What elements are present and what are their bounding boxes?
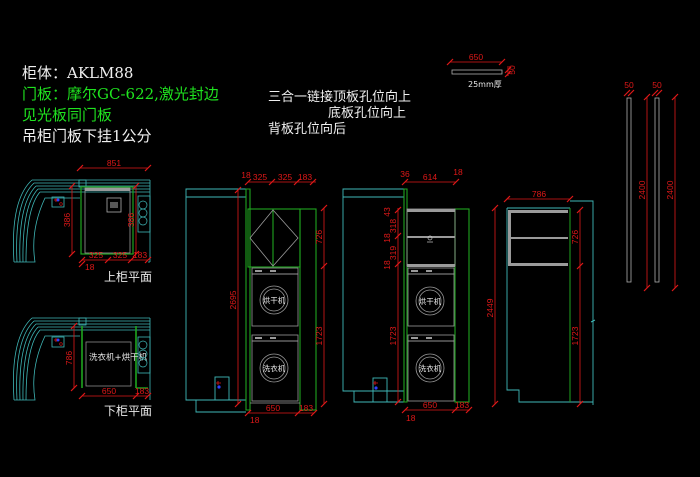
countertop-outline bbox=[13, 317, 151, 401]
lower-plan-title: 下柜平面 bbox=[104, 404, 152, 418]
top-segment-dim: 325 bbox=[278, 172, 292, 182]
appliance-symbol-icon bbox=[106, 197, 122, 213]
strip-length-dim: 2400 bbox=[665, 180, 675, 199]
top-segment-dim: 325 bbox=[253, 172, 267, 182]
strip-width-dim: 50 bbox=[624, 80, 634, 90]
top-segment-dim: 183 bbox=[298, 172, 312, 182]
washer-unit: 洗衣机 bbox=[250, 334, 300, 404]
panel-width-dim: 650 bbox=[469, 52, 483, 62]
strip-length-dim: 2400 bbox=[637, 180, 647, 199]
hole-note-bottom: 底板孔位向上 bbox=[328, 106, 407, 121]
countertop-outline bbox=[13, 179, 151, 263]
upper-depth-dim-left: 386 bbox=[62, 213, 72, 227]
upper-segment-dim: 325 bbox=[89, 250, 103, 260]
shelf-dim: 18 bbox=[382, 260, 392, 270]
side-total-height-dim: 2449 bbox=[485, 298, 495, 317]
lower-height-dim: 1723 bbox=[388, 326, 398, 345]
bottom-offset-dim: 18 bbox=[406, 413, 416, 423]
upper-offset-dim: 18 bbox=[85, 262, 95, 272]
washer-label: 洗衣机 bbox=[419, 363, 442, 373]
pipe-circles bbox=[138, 200, 148, 226]
upper-overall-width-dim: 851 bbox=[107, 158, 121, 168]
appliance-label: 洗衣机+烘干机 bbox=[89, 352, 148, 363]
washer-label: 洗衣机 bbox=[263, 363, 286, 373]
washer-unit: 洗衣机 bbox=[407, 334, 455, 402]
upper-door-diagonals bbox=[249, 209, 299, 267]
strip-width-dim: 50 bbox=[652, 80, 662, 90]
lower-segment-dim: 650 bbox=[102, 386, 116, 396]
upper-plan: 851 386 386 325 325 183 18 上柜平面 bbox=[13, 158, 152, 284]
lower-height-dim: 1723 bbox=[314, 326, 324, 345]
front-elevation-2: 烘干机 洗衣机 36 614 18 43 318 18 319 18 1723 … bbox=[342, 167, 473, 423]
panel-depth-dim: 50 bbox=[507, 65, 517, 75]
strip-1: 50 2400 bbox=[623, 80, 651, 292]
hole-note-back: 背板孔位向后 bbox=[268, 122, 347, 137]
front-elevation-1: 2695 烘干机 洗衣机 bbox=[185, 170, 328, 425]
outlet-icon bbox=[54, 198, 63, 206]
side-section: 786 2449 726 1723 bbox=[485, 189, 596, 408]
open-shelf-unit bbox=[406, 208, 456, 267]
washer-dryer-footprint bbox=[85, 341, 132, 387]
upper-cabinet-body bbox=[80, 186, 134, 255]
shelf-section bbox=[508, 210, 568, 266]
shelf-dim: 18 bbox=[382, 233, 392, 243]
panel-thickness-label: 25mm厚 bbox=[468, 80, 502, 89]
top-right-offset-dim: 18 bbox=[453, 167, 463, 177]
lower-plan: 洗衣机+烘干机 786 650 183 下柜平面 bbox=[13, 317, 152, 418]
side-depth-dim: 786 bbox=[532, 189, 546, 199]
panel-detail: 650 50 25mm厚 bbox=[446, 52, 517, 89]
total-height-dim: 2695 bbox=[228, 290, 238, 309]
dryer-unit: 烘干机 bbox=[407, 267, 455, 327]
lower-depth-dim: 786 bbox=[64, 351, 74, 365]
cabinet-body-note: 柜体：AKLM88 bbox=[22, 64, 134, 82]
shelf-dim: 43 bbox=[382, 207, 392, 217]
bottom-segment-dim: 650 bbox=[266, 403, 280, 413]
lower-segment-dim: 183 bbox=[135, 386, 149, 396]
dryer-label: 烘干机 bbox=[263, 295, 286, 305]
bottom-segment-dim: 183 bbox=[299, 403, 313, 413]
upper-plan-title: 上柜平面 bbox=[104, 270, 152, 284]
dryer-label: 烘干机 bbox=[419, 296, 442, 306]
top-width-dim: 614 bbox=[423, 172, 437, 182]
shelf-dim: 319 bbox=[388, 246, 398, 260]
bottom-offset-dim: 18 bbox=[250, 415, 260, 425]
upper-segment-dim: 325 bbox=[113, 250, 127, 260]
top-offset-dim: 18 bbox=[241, 170, 251, 180]
shelf-dim: 318 bbox=[388, 219, 398, 233]
pipe-circles bbox=[138, 340, 148, 368]
outlet-icon bbox=[54, 338, 63, 346]
top-left-offset-dim: 36 bbox=[400, 169, 410, 179]
dryer-unit: 烘干机 bbox=[251, 267, 299, 327]
hanging-door-note: 吊柜门板下挂1公分 bbox=[22, 127, 152, 145]
hole-note-top: 三合一链接顶板孔位向上 bbox=[268, 90, 412, 105]
bottom-segment-dim: 650 bbox=[423, 400, 437, 410]
bottom-segment-dim: 183 bbox=[455, 400, 469, 410]
upper-height-dim: 726 bbox=[314, 230, 324, 244]
upper-depth-dim-right: 386 bbox=[126, 213, 136, 227]
door-panel-note: 门板：摩尔GC-622,激光封边 bbox=[22, 85, 219, 103]
visible-panel-note: 见光板同门板 bbox=[22, 106, 113, 124]
side-upper-height-dim: 726 bbox=[570, 230, 580, 244]
panel-outline bbox=[451, 69, 503, 75]
side-lower-height-dim: 1723 bbox=[570, 326, 580, 345]
strip-2: 50 2400 bbox=[651, 80, 679, 292]
upper-segment-dim: 183 bbox=[133, 250, 147, 260]
